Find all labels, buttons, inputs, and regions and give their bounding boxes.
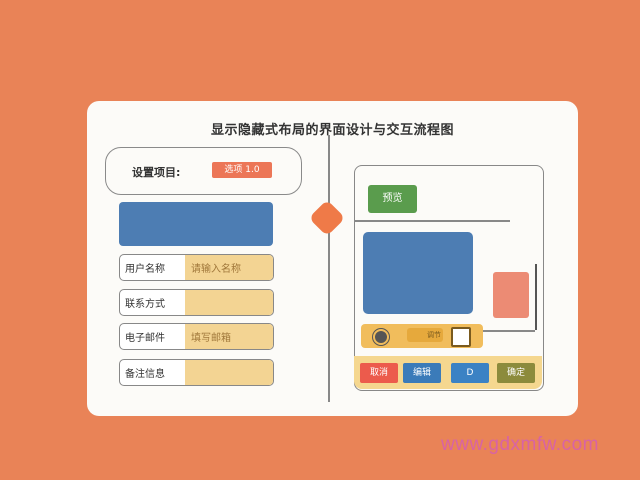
- edit-button[interactable]: 编辑: [403, 363, 441, 383]
- form-label: 用户名称: [125, 264, 165, 275]
- cancel-button[interactable]: 取消: [360, 363, 398, 383]
- document-icon[interactable]: [451, 327, 471, 347]
- form-input[interactable]: [185, 360, 273, 385]
- toolbar: 调节: [361, 324, 483, 348]
- form-row[interactable]: 电子邮件 填写邮箱: [119, 323, 274, 350]
- form-input[interactable]: 请输入名称: [185, 255, 273, 280]
- form-row[interactable]: 备注信息: [119, 359, 274, 386]
- form-row[interactable]: 联系方式: [119, 289, 274, 316]
- bracket-line: [535, 264, 537, 330]
- page-title: 显示隐藏式布局的界面设计与交互流程图: [210, 123, 454, 138]
- bubble-tag[interactable]: 选项 1.0: [212, 162, 272, 178]
- camera-icon[interactable]: [373, 329, 389, 345]
- confirm-button[interactable]: 确定: [497, 363, 535, 383]
- button-bar: 取消 编辑 D 确定: [354, 356, 542, 389]
- watermark: www.gdxmfw.com: [441, 434, 599, 455]
- d-button[interactable]: D: [451, 363, 489, 383]
- bubble-label: 设置项目:: [132, 166, 181, 179]
- vertical-divider: [328, 135, 330, 402]
- connector-node-icon[interactable]: [308, 199, 346, 237]
- preview-badge[interactable]: 预览: [368, 185, 417, 213]
- side-block[interactable]: [493, 272, 529, 318]
- form-row[interactable]: 用户名称 请输入名称: [119, 254, 274, 281]
- connector-line: [355, 220, 510, 222]
- preview-panel: 预览 调节 取消 编辑 D 确定: [354, 165, 544, 391]
- form-input[interactable]: [185, 290, 273, 315]
- slider[interactable]: 调节: [407, 328, 443, 342]
- form-label: 联系方式: [125, 299, 165, 310]
- speech-bubble: 设置项目: 选项 1.0: [105, 147, 302, 195]
- preview-image[interactable]: [363, 232, 473, 314]
- header-banner[interactable]: [119, 202, 273, 246]
- form-label: 电子邮件: [125, 333, 165, 344]
- bracket-connector: [483, 330, 535, 332]
- form-label: 备注信息: [125, 369, 165, 380]
- form-input[interactable]: 填写邮箱: [185, 324, 273, 349]
- main-card: 显示隐藏式布局的界面设计与交互流程图 设置项目: 选项 1.0 用户名称 请输入…: [87, 101, 578, 416]
